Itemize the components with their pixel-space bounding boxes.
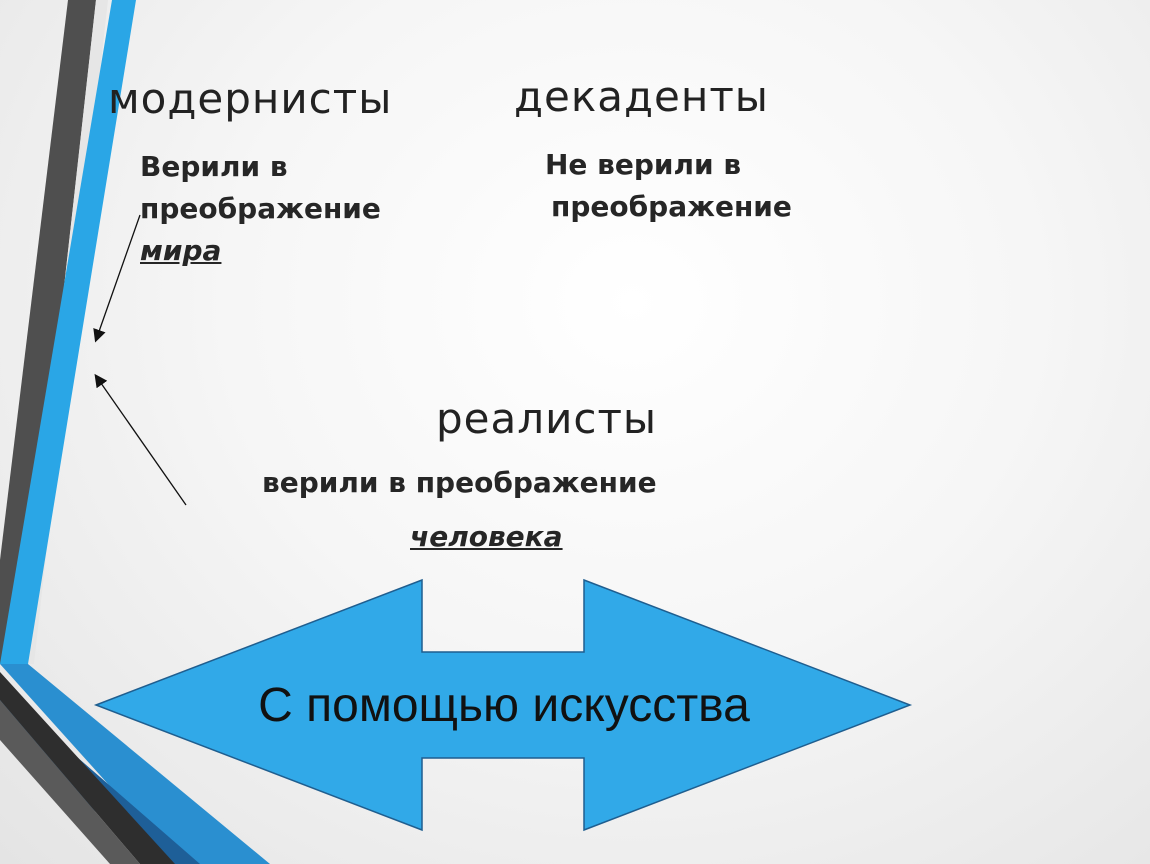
realists-line-1: верили в преображение bbox=[262, 466, 657, 499]
modernists-line-1: Верили в bbox=[140, 150, 288, 183]
double-arrow-label: С помощью искусства bbox=[258, 678, 750, 732]
double-arrow-shape bbox=[93, 578, 913, 832]
band-bottom-black bbox=[0, 672, 175, 864]
modernists-heading: модернисты bbox=[108, 74, 393, 123]
realists-heading: реалисты bbox=[436, 394, 658, 443]
band-bottom-gray bbox=[0, 700, 140, 864]
band-bottom-blue bbox=[0, 664, 270, 864]
band-dark-gray bbox=[0, 0, 96, 664]
arrow-from-modernists bbox=[93, 214, 141, 343]
band-blue bbox=[0, 0, 136, 664]
modernists-emphasis: мира bbox=[140, 234, 222, 267]
modernists-line-2: преображение bbox=[140, 192, 381, 225]
modernists-text: Верили в преображение мира bbox=[140, 146, 381, 272]
decadents-line-2: преображение bbox=[551, 190, 792, 223]
decadents-heading: декаденты bbox=[514, 72, 769, 121]
decadents-text: Не верили в преображение bbox=[545, 144, 792, 228]
arrow-from-realists bbox=[94, 373, 187, 506]
decadents-line-1: Не верили в bbox=[545, 148, 742, 181]
realists-emphasis: человека bbox=[410, 520, 563, 553]
